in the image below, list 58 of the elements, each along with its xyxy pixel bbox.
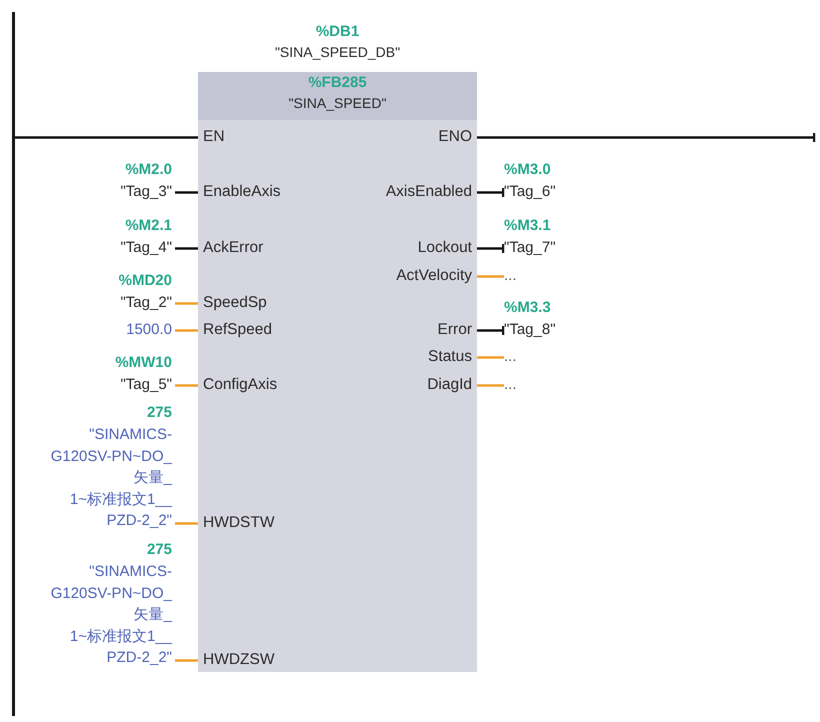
connection-wire: [477, 275, 504, 278]
constant-value: 1500.0: [126, 320, 172, 340]
tag-name: "Tag_7": [504, 238, 556, 258]
tag-name: "Tag_8": [504, 320, 556, 340]
connection-wire: [175, 329, 198, 332]
output-pin-label: Status: [423, 346, 477, 368]
hw-id-value: 275: [146, 403, 172, 423]
tag-address: %M2.1: [125, 216, 172, 236]
connection-wire: [175, 302, 198, 305]
tag-address: %M2.0: [125, 160, 172, 180]
output-pin-label: ActVelocity: [391, 265, 477, 287]
connection-wire: [477, 133, 816, 142]
input-pin-label: SpeedSp: [198, 292, 272, 314]
output-pin-label: Lockout: [412, 237, 477, 259]
tag-name: "Tag_5": [120, 375, 172, 395]
input-pin-label: RefSpeed: [198, 319, 277, 341]
block-number: %FB285: [308, 73, 367, 93]
tag-name: "Tag_2": [120, 293, 172, 313]
hw-id-value: 275: [146, 540, 172, 560]
power-rail: [12, 12, 15, 716]
connection-wire: [477, 356, 504, 359]
block-header: [198, 72, 477, 120]
connection-wire: [477, 244, 504, 253]
tag-address: %M3.1: [504, 216, 551, 236]
input-pin-label: EnableAxis: [198, 181, 286, 203]
connection-wire: [175, 659, 198, 662]
tag-address: %MW10: [115, 353, 172, 373]
connection-wire: [175, 247, 198, 250]
tag-name: "Tag_3": [120, 182, 172, 202]
instance-db-name: "SINA_SPEED_DB": [274, 43, 400, 62]
unassigned-operand: ...: [504, 375, 517, 395]
tag-name: "Tag_6": [504, 182, 556, 202]
block-name: "SINA_SPEED": [288, 94, 386, 113]
input-pin-label: ConfigAxis: [198, 374, 282, 396]
connection-wire: [175, 384, 198, 387]
connection-wire: [175, 522, 198, 525]
instance-db-number: %DB1: [316, 22, 360, 42]
hw-constant-name: "SINAMICS- G120SV-PN~DO_ 矢量_ 1~标准报文1__ PZD-2_2": [50, 562, 172, 668]
connection-wire: [175, 191, 198, 194]
tag-address: %M3.3: [504, 298, 551, 318]
hw-constant-name: "SINAMICS- G120SV-PN~DO_ 矢量_ 1~标准报文1__ PZD-2_2": [50, 425, 172, 531]
connection-wire: [477, 188, 504, 197]
input-pin-label: HWDZSW: [198, 649, 280, 671]
connection-wire: [15, 136, 198, 139]
output-pin-label: AxisEnabled: [380, 181, 477, 203]
tag-name: "Tag_4": [120, 238, 172, 258]
unassigned-operand: ...: [504, 266, 517, 286]
input-pin-label: AckError: [198, 237, 268, 259]
tag-address: %MD20: [118, 271, 172, 291]
connection-wire: [477, 384, 504, 387]
unassigned-operand: ...: [504, 347, 517, 367]
input-pin-label: HWDSTW: [198, 512, 280, 534]
connection-wire: [477, 326, 504, 335]
tag-address: %M3.0: [504, 160, 551, 180]
output-pin-label: ENO: [433, 126, 477, 148]
output-pin-label: DiagId: [422, 374, 477, 396]
output-pin-label: Error: [432, 319, 477, 341]
input-pin-label: EN: [198, 126, 230, 148]
